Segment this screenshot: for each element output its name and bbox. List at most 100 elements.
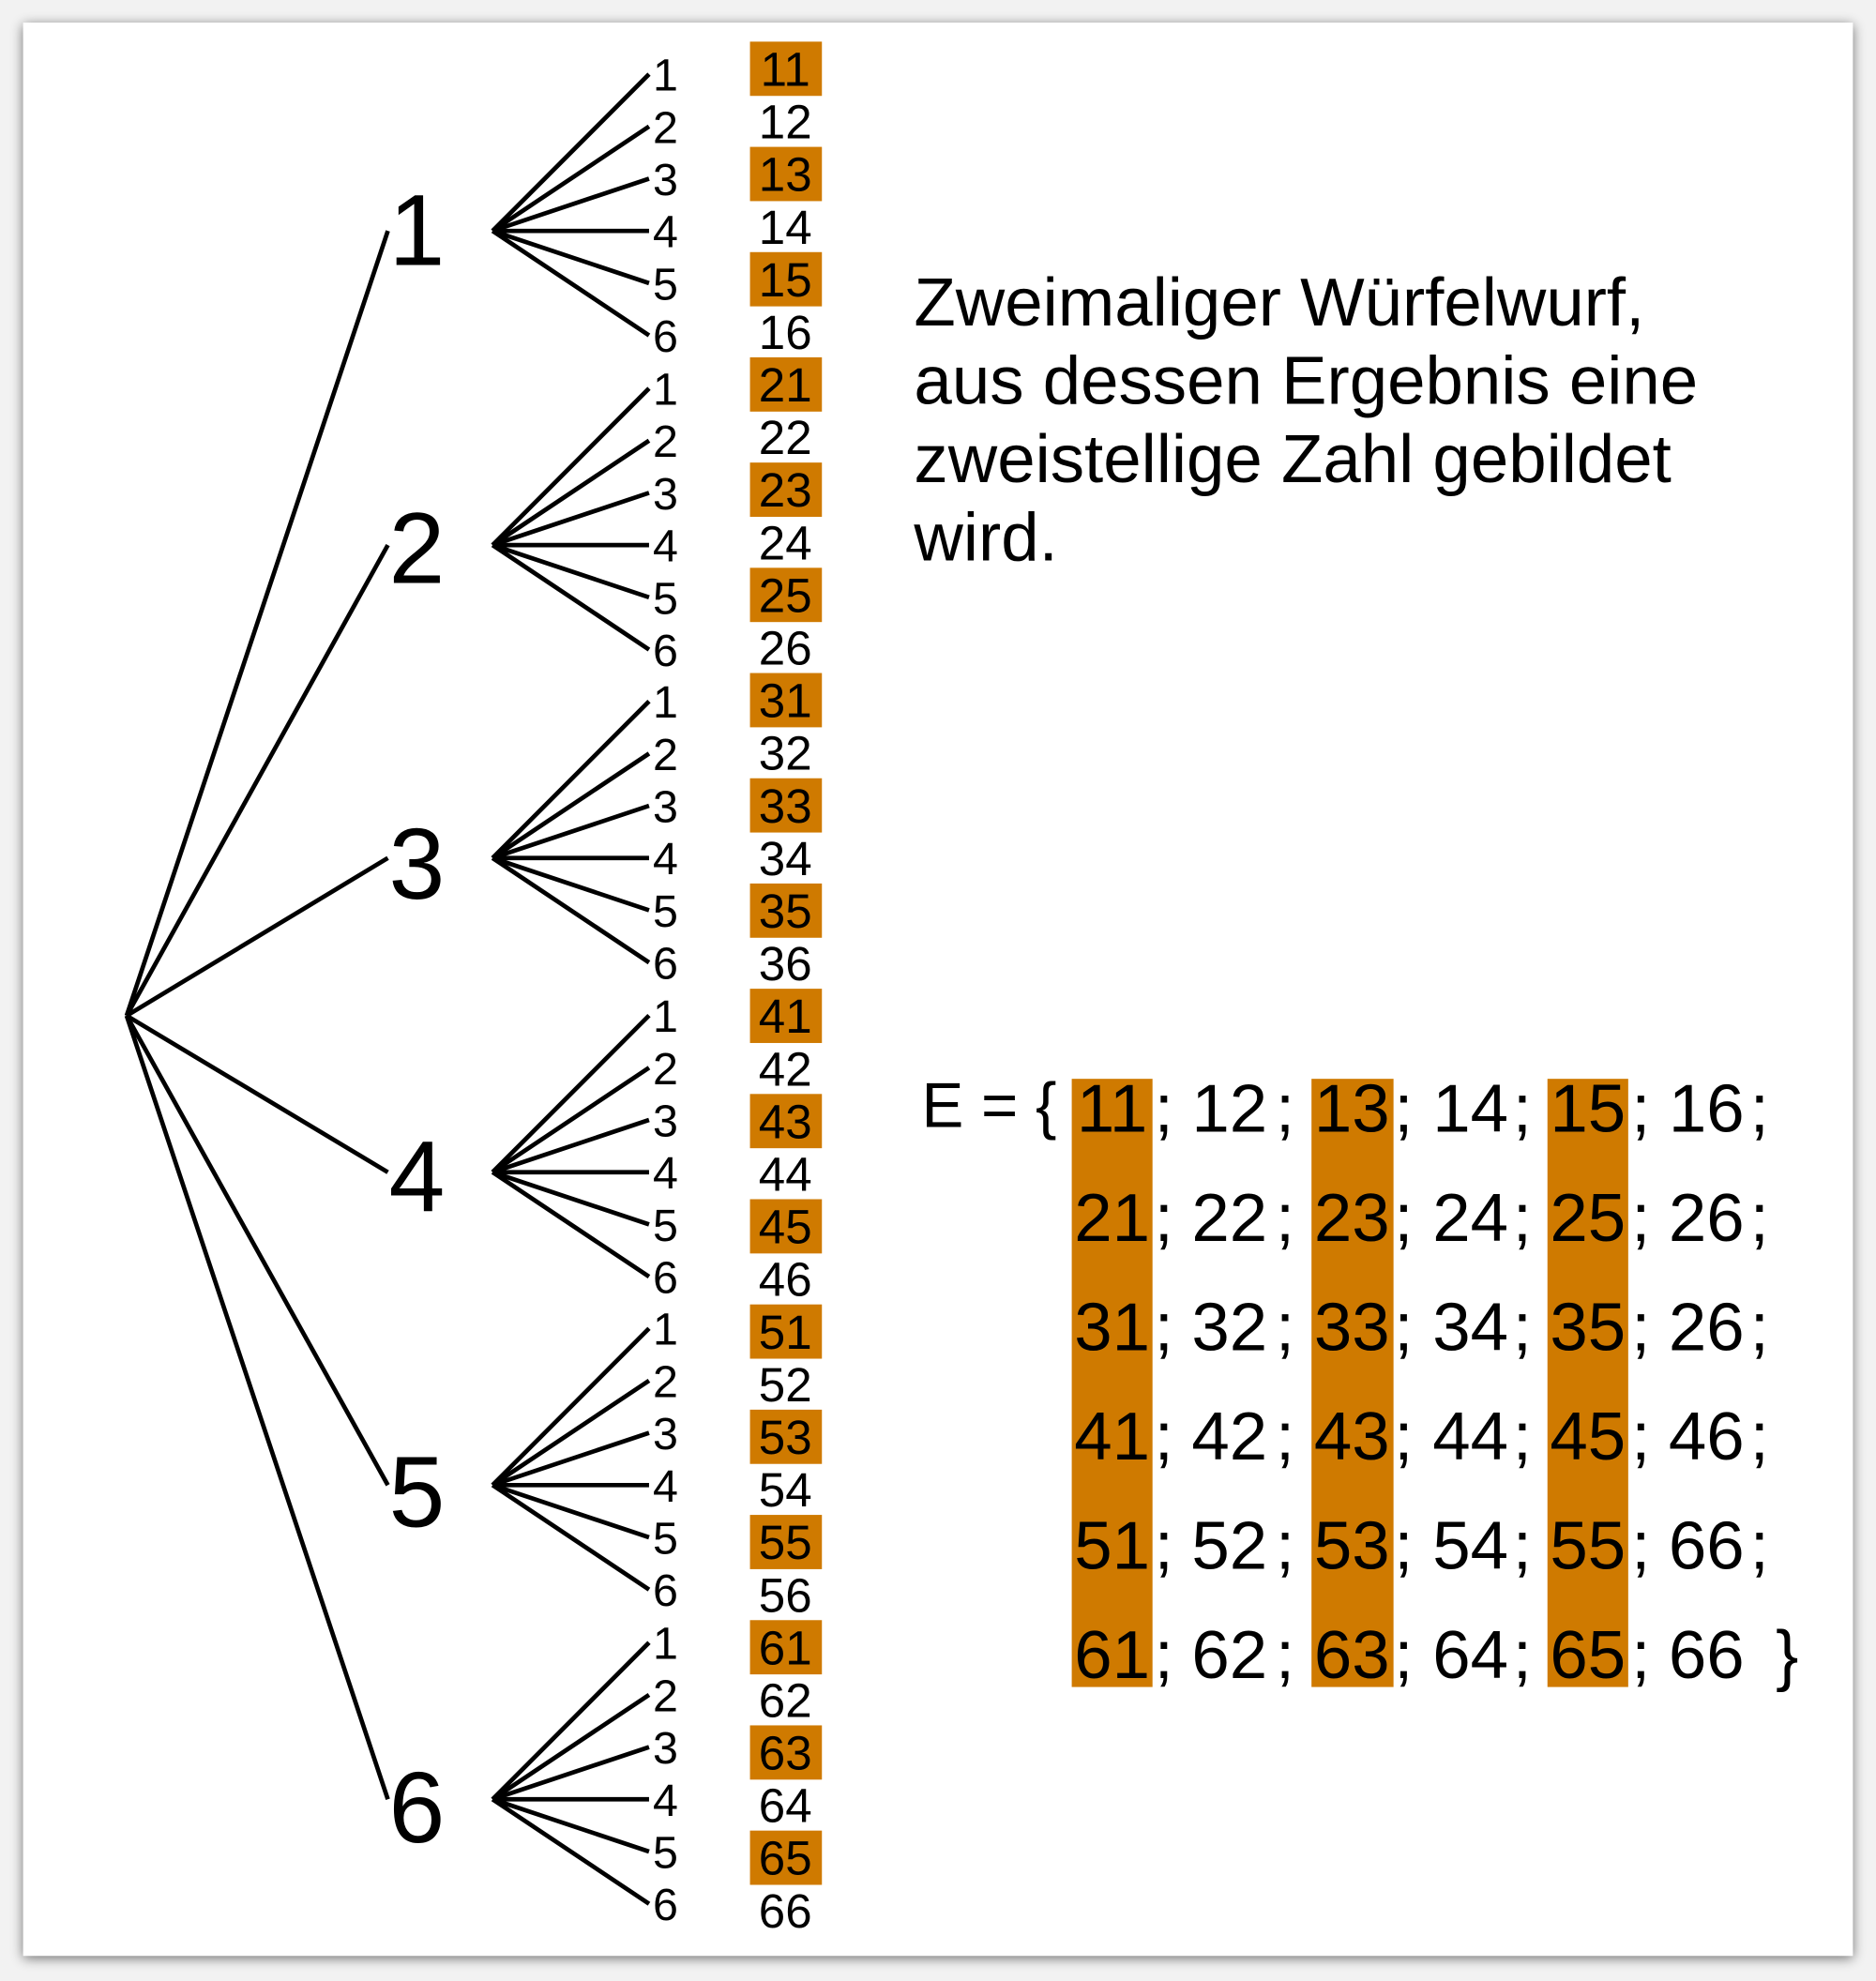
sub-branch-line xyxy=(491,1692,651,1802)
set-element: 13 xyxy=(1314,1071,1390,1147)
probability-tree: 1123456212345631234564123456512345661234… xyxy=(124,51,678,1930)
second-throw-label: 6 xyxy=(653,1565,678,1616)
set-element: 52 xyxy=(1191,1508,1267,1584)
outcome-highlight xyxy=(749,356,823,412)
outcome-highlight xyxy=(749,1304,823,1359)
set-element: 51 xyxy=(1074,1508,1150,1584)
second-throw-label: 1 xyxy=(653,991,678,1042)
set-element: 45 xyxy=(1550,1399,1626,1474)
outcome-highlight xyxy=(749,41,823,97)
second-throw-label: 4 xyxy=(653,522,678,572)
sub-branch-line xyxy=(491,438,651,548)
second-throw-label: 3 xyxy=(653,1723,678,1774)
branch-line xyxy=(124,1014,390,1487)
set-element: 35 xyxy=(1550,1290,1626,1366)
sub-branch-line xyxy=(491,124,651,234)
sub-branch-line xyxy=(491,1483,651,1592)
set-separator: ; xyxy=(1631,1180,1650,1256)
set-closing-brace: } xyxy=(1776,1617,1798,1693)
set-element: 42 xyxy=(1191,1399,1267,1474)
set-column-highlight xyxy=(1311,1079,1394,1687)
sub-branch-line xyxy=(491,751,651,860)
set-element: 24 xyxy=(1432,1180,1508,1256)
set-element: 53 xyxy=(1314,1508,1390,1584)
second-throw-label: 2 xyxy=(653,1044,678,1095)
sub-branch-line xyxy=(491,700,651,860)
set-separator: ; xyxy=(1513,1617,1532,1693)
set-element: 33 xyxy=(1314,1290,1390,1366)
second-throw-label: 1 xyxy=(653,51,678,101)
outcome-label: 34 xyxy=(759,832,812,885)
first-throw-label: 4 xyxy=(388,1120,445,1232)
outcome-label: 32 xyxy=(759,727,812,780)
sub-branch-line xyxy=(491,386,651,547)
set-separator: ; xyxy=(1155,1617,1173,1693)
second-throw-label: 6 xyxy=(653,1880,678,1930)
sub-branch-line xyxy=(491,229,651,338)
set-element: 41 xyxy=(1074,1399,1150,1474)
sub-branch-line xyxy=(492,542,650,600)
description-line: aus dessen Ergebnis eine xyxy=(914,342,1698,418)
description-text: Zweimaliger Würfelwurf, aus dessen Ergeb… xyxy=(913,265,1698,575)
set-element: 65 xyxy=(1550,1617,1626,1693)
outcome-highlight xyxy=(749,1620,823,1675)
sub-branch-line xyxy=(492,228,650,286)
outcome-label: 53 xyxy=(759,1411,812,1464)
outcome-highlight xyxy=(749,251,823,307)
outcome-label: 33 xyxy=(759,779,812,833)
set-separator: ; xyxy=(1276,1071,1294,1147)
set-element: 21 xyxy=(1074,1180,1150,1256)
sub-branch-line xyxy=(492,1430,650,1488)
sub-branch-line xyxy=(491,1066,651,1174)
second-throw-label: 6 xyxy=(653,939,678,990)
second-throw-label: 1 xyxy=(653,1305,678,1355)
set-separator: ; xyxy=(1513,1180,1532,1256)
sub-branch-line xyxy=(492,1117,650,1174)
sub-branch-line xyxy=(491,855,651,965)
outcome-highlight xyxy=(749,146,823,202)
set-column-highlight xyxy=(1547,1079,1628,1687)
set-separator: ; xyxy=(1394,1180,1413,1256)
branch-line xyxy=(125,855,389,1018)
second-throw-label: 2 xyxy=(653,1356,678,1407)
sub-branch-line xyxy=(492,1745,650,1802)
outcome-highlight xyxy=(749,1830,823,1885)
first-throw-label: 5 xyxy=(388,1436,445,1549)
first-throw-label: 3 xyxy=(388,808,445,920)
set-separator: ; xyxy=(1750,1399,1769,1474)
set-separator: ; xyxy=(1276,1290,1294,1366)
outcome-column: 1112131415162122232425263132333435364142… xyxy=(749,41,823,1938)
outcome-label: 21 xyxy=(759,358,812,412)
outcome-highlight xyxy=(749,673,823,728)
second-throw-label: 3 xyxy=(653,155,678,205)
outcome-label: 54 xyxy=(759,1463,812,1517)
branch-line xyxy=(125,1013,389,1174)
set-element: 46 xyxy=(1669,1399,1745,1474)
set-separator: ; xyxy=(1276,1399,1294,1474)
set-separator: ; xyxy=(1155,1180,1173,1256)
set-separator: ; xyxy=(1750,1071,1769,1147)
branch-line xyxy=(124,230,390,1017)
set-element: 26 xyxy=(1669,1180,1745,1256)
sub-branch-line xyxy=(492,491,650,548)
sub-branch-line xyxy=(491,1013,651,1174)
sub-branch-line xyxy=(491,1641,651,1801)
second-throw-label: 3 xyxy=(653,1096,678,1147)
set-element: 62 xyxy=(1191,1617,1267,1693)
second-throw-label: 6 xyxy=(653,311,678,362)
first-throw-label: 2 xyxy=(388,491,445,604)
branch-line xyxy=(124,1015,390,1801)
set-separator: ; xyxy=(1276,1180,1294,1256)
outcome-label: 16 xyxy=(759,306,812,359)
sub-branch-line xyxy=(492,855,650,913)
outcome-label: 63 xyxy=(759,1727,812,1780)
outcome-highlight xyxy=(749,1409,823,1464)
set-element: 54 xyxy=(1432,1508,1508,1584)
outcome-highlight xyxy=(749,1094,823,1149)
set-separator: ; xyxy=(1513,1399,1532,1474)
set-element: 55 xyxy=(1550,1508,1626,1584)
sub-branch-line xyxy=(491,1378,651,1488)
set-separator: ; xyxy=(1750,1290,1769,1366)
set-separator: ; xyxy=(1394,1290,1413,1366)
sub-branch-line xyxy=(491,1326,651,1487)
